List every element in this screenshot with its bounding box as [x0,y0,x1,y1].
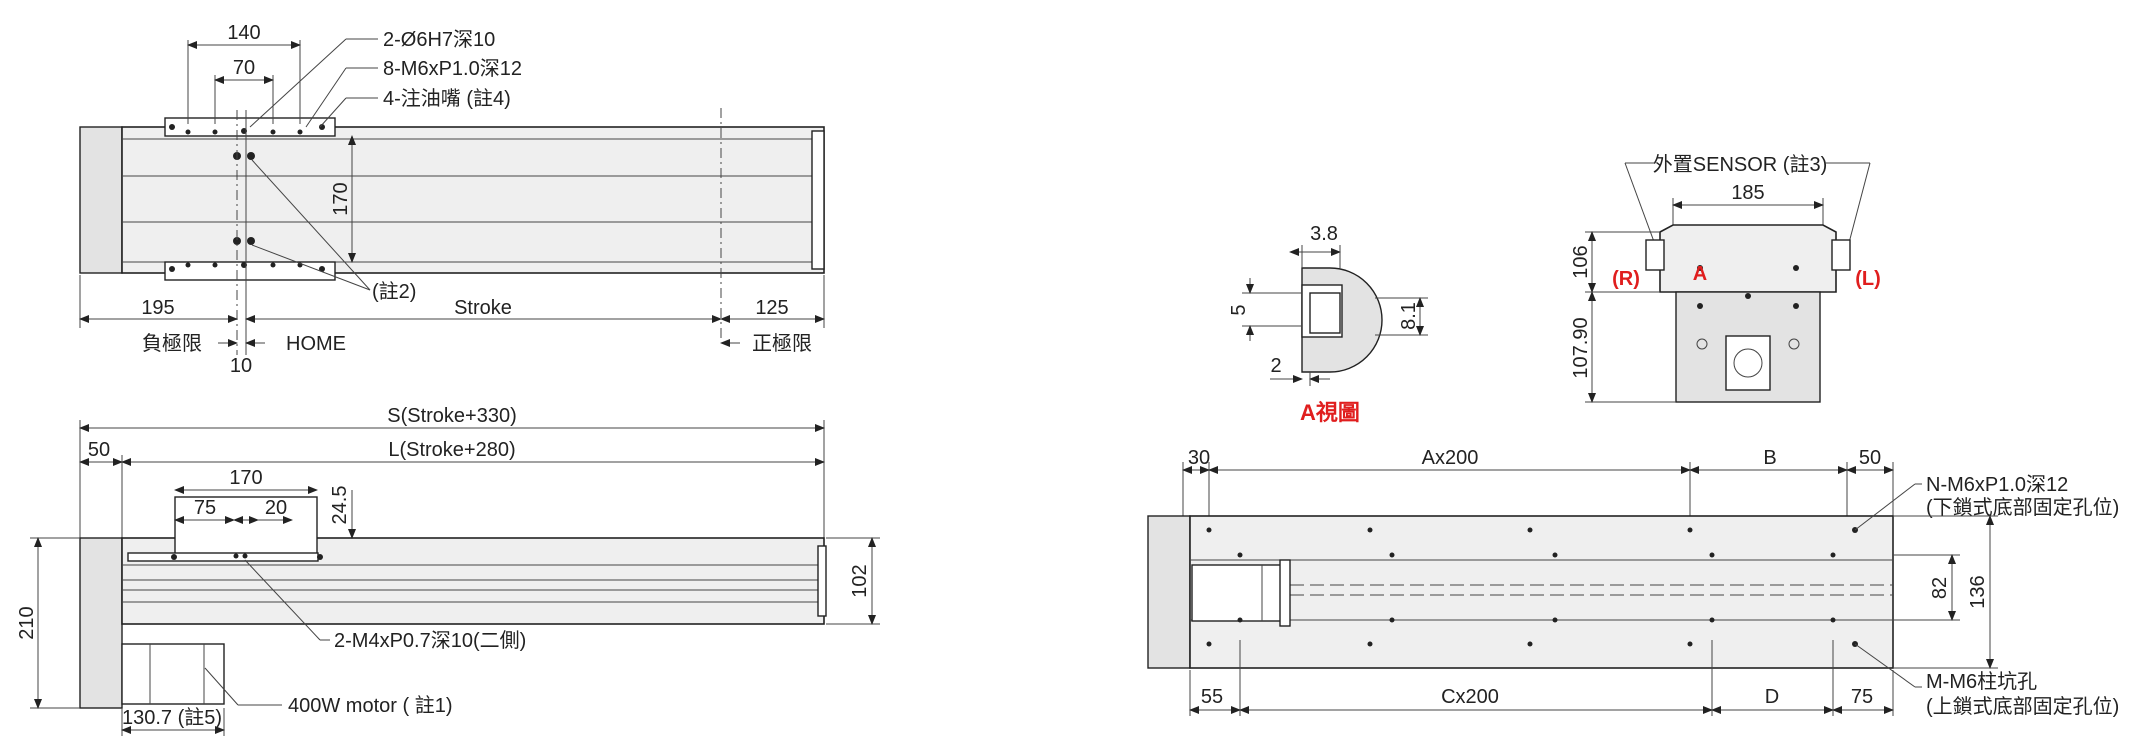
bottom-end-cap [1147,515,1191,669]
carriage [174,496,318,560]
dim-140: 140 [227,22,260,44]
stroke-label: Stroke [454,297,512,319]
dim-210: 210 [16,606,38,639]
motor-end-cap [79,126,123,274]
a-view: 3.8 5 8.1 2 A視圖 [1228,223,1428,425]
dim-107-90: 107.90 [1570,317,1592,378]
dim-82: 82 [1929,577,1951,599]
top-view: 140 70 2-Ø6H7深10 8-M6xP1.0深12 4-注油嘴 (註4)… [79,22,825,377]
motor-length: 130.7 (註5) [122,706,222,729]
dim-106: 106 [1570,245,1592,278]
note-2: (註2) [372,280,416,303]
dim-75: 75 [194,497,216,519]
motor [121,643,225,705]
dim-50-bottom: 50 [1859,447,1881,469]
dim-50-side: 50 [88,439,110,461]
rail-body [121,126,825,274]
sensor-label: 外置SENSOR (註3) [1653,153,1827,176]
carriage-end [1659,224,1837,293]
label-l: (L) [1855,268,1881,290]
ax200: Ax200 [1422,447,1479,469]
motor-face [1725,335,1771,391]
body-length: L(Stroke+280) [388,439,515,461]
dim-5: 5 [1228,304,1250,315]
dim-3-8: 3.8 [1310,223,1338,245]
dim-30: 30 [1188,447,1210,469]
callout-m4: 2-M4xP0.7深10(二側) [334,629,526,652]
pos-limit: 正極限 [752,332,812,355]
dim-195: 195 [141,297,174,319]
dim-8-1: 8.1 [1398,302,1420,330]
dim-185: 185 [1731,182,1764,204]
callout-n-desc: (下鎖式底部固定孔位) [1926,496,2119,519]
overall-length: S(Stroke+330) [387,405,517,427]
dim-70: 70 [233,57,255,79]
dim-2: 2 [1270,355,1281,377]
dim-10: 10 [230,355,252,377]
slider-bottom-strip [164,261,336,281]
callout-oil-nipple: 4-注油嘴 (註4) [383,87,511,110]
dim-20: 20 [265,497,287,519]
bottom-motor [1191,564,1285,622]
label-a: A [1693,263,1707,285]
side-view: S(Stroke+330) 50 L(Stroke+280) 170 75 20 [16,405,880,736]
cx200: Cx200 [1441,686,1499,708]
callout-tapped-holes: 8-M6xP1.0深12 [383,57,522,80]
dim-170-side: 170 [229,467,262,489]
callout-m-desc: (上鎖式底部固定孔位) [1926,695,2119,718]
dim-170-top: 170 [330,182,352,215]
neg-limit: 負極限 [142,332,202,355]
callout-m: M-M6柱坑孔 [1926,670,2037,693]
dim-125: 125 [755,297,788,319]
end-view: 外置SENSOR (註3) 185 (R) A (L) 106 107.90 [1570,153,1881,403]
dim-24-5: 24.5 [329,486,351,525]
dim-55: 55 [1201,686,1223,708]
callout-pin-hole: 2-Ø6H7深10 [383,28,495,51]
bottom-body [1189,515,1894,669]
motor-flange [79,537,123,709]
dim-75-bottom: 75 [1851,686,1873,708]
end-plate [811,130,825,270]
callout-n: N-M6xP1.0深12 [1926,473,2068,496]
label-r: (R) [1612,268,1640,290]
home-label: HOME [286,333,346,355]
bottom-view: 30 Ax200 B 50 N-M6xP1.0深12 (下鎖式底部固定孔位) [1147,447,2119,718]
dim-d: D [1765,686,1779,708]
dim-102: 102 [849,564,871,597]
motor-label: 400W motor ( 註1) [288,694,452,717]
dim-b: B [1763,447,1776,469]
a-view-title: A視圖 [1300,400,1360,425]
dim-136: 136 [1967,575,1989,608]
